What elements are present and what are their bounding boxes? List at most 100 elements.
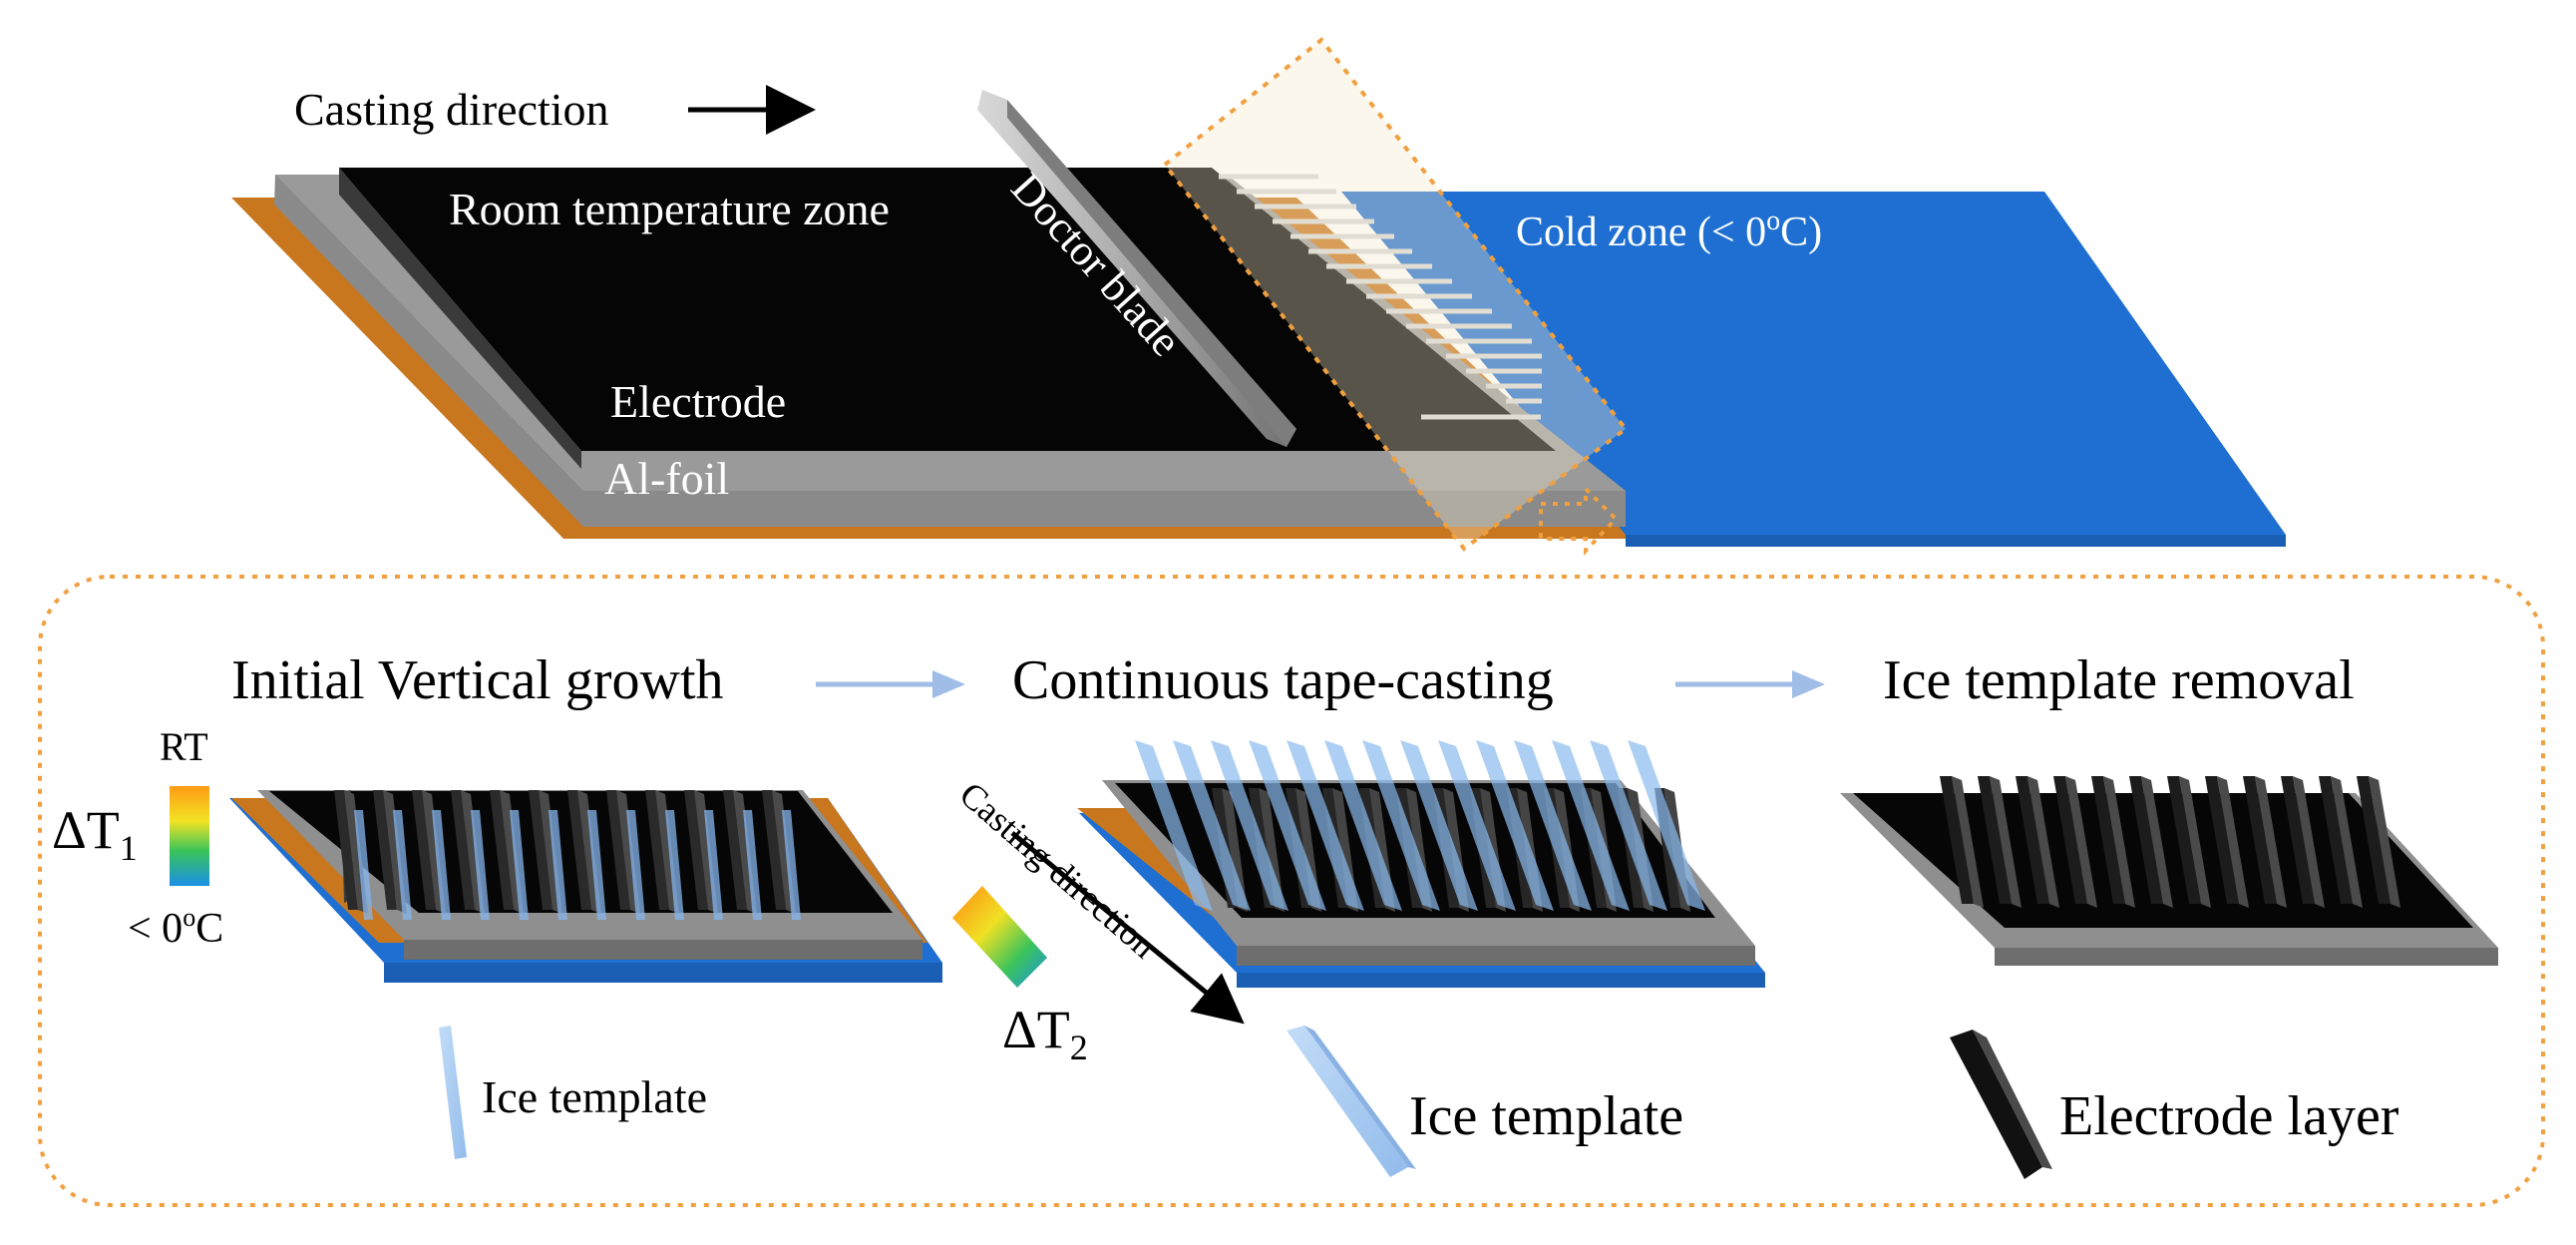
al-foil-label: Al-foil [604,453,729,504]
electrode-wall-side [2027,776,2059,908]
electrode-side [339,168,581,469]
step-1-ice-templates [354,810,801,920]
ice-template [665,810,684,920]
zoom-frame [1162,37,1629,552]
step-2-ice-templates [1135,740,1705,911]
electrode-wall-side [2179,776,2211,908]
electrode-wall-side [2369,776,2400,908]
electrode-wall [2053,776,2087,904]
electrode-wall [1978,776,2012,904]
step-1-title: Initial Vertical growth [231,649,724,711]
cold-zone-label: Cold zone (< 0oC) [1516,206,1822,255]
electrode-label: Electrode [610,376,786,427]
cold-zone-plate [1341,192,2286,535]
electrode-wall [2357,776,2391,904]
ice-template [1552,740,1630,911]
ice-template [1476,740,1554,911]
ice-template [1628,740,1705,911]
legend-ice-template-1-swatch [439,1026,467,1159]
ice-template [1590,740,1667,911]
electrode-wall [684,790,708,910]
ice-template [587,810,606,920]
ice-template [743,810,762,920]
step-3-schematic [1840,793,2498,966]
electrode-wall [1940,776,1974,904]
ice-template [1362,740,1440,911]
ice-template [1324,740,1402,911]
electrode-wall [529,790,552,910]
ice-template [1438,740,1516,911]
step-3-electrode-walls [1940,776,2400,908]
ice-template [1135,740,1213,911]
ice-template [1211,740,1288,911]
ice-template [782,810,801,920]
electrode-wall [2319,776,2353,904]
electrode-wall [567,790,591,910]
electrode-wall [334,790,358,910]
electrode-wall-side [2217,776,2249,908]
electrode-wall [451,790,475,910]
zoom-arrow [1539,484,1619,557]
room-temperature-zone-label: Room temperature zone [449,184,890,234]
ice-template [432,810,451,920]
ice-template [1514,740,1592,911]
electrode-wall-side [2141,776,2173,908]
delta-t2-label: ΔT2 [1002,1000,1088,1067]
electrode-wall [723,790,747,910]
electrode-wall [2205,776,2239,904]
ice-template [704,810,723,920]
ice-template [510,810,529,920]
ice-template [626,810,645,920]
process-steps-frame [38,575,2545,1207]
rt-label: RT [160,724,208,769]
electrode-wall-side [2255,776,2287,908]
cold-temp-label: < 0oC [128,903,223,952]
step-arrow-2 [1675,670,1825,698]
frozen-lamella-stripes [1219,174,1542,420]
ice-template [1400,740,1478,911]
electrode-wall [645,790,669,910]
casting-direction-label: Casting direction [294,84,609,135]
legend-ice-template-2-swatch [1287,1026,1408,1177]
ice-template [549,810,567,920]
electrode-wall [606,790,630,910]
top-casting-scene: Casting direction Room temperature zone … [231,37,2286,557]
ice-template [1287,740,1364,911]
cold-zone-plate-edge [1626,535,2286,547]
ice-template [1173,740,1251,911]
electrode-wall [2091,776,2125,904]
electrode-wall [490,790,514,910]
step-3-title: Ice template removal [1883,649,2355,711]
legend-ice-template-2-label: Ice template [1409,1085,1683,1147]
electrode-wall [412,790,436,910]
electrode-wall-side [2331,776,2363,908]
temperature-gradient-bar-1 [170,786,209,886]
electrode-wall [2129,776,2163,904]
electrode-wall-side [2103,776,2135,908]
legend-electrode-layer-label: Electrode layer [2059,1085,2399,1147]
step-arrow-1 [816,670,965,698]
electrode-wall-side [1952,776,1984,908]
electrode-wall [2167,776,2201,904]
electrode-wall [2016,776,2049,904]
casting-direction-diagonal-arrow [1010,831,1245,1025]
ice-template [354,810,373,920]
delta-t1-label: ΔT1 [52,800,138,868]
ice-template [471,810,490,920]
electrode-wall [762,790,786,910]
ice-template [1249,740,1326,911]
electrode-wall [373,790,397,910]
electrode-wall-side [2293,776,2325,908]
ice-template [393,810,412,920]
temperature-gradient-bar-2 [952,886,1047,988]
electrode-wall-side [2065,776,2097,908]
electrode-wall-side [1990,776,2022,908]
step-2-title: Continuous tape-casting [1012,649,1554,711]
electrode-wall [2281,776,2315,904]
electrode-wall-side [1222,788,1248,912]
legend-ice-template-1-label: Ice template [482,1071,707,1122]
electrode-wall-side [1259,788,1285,912]
electrode-wall [2243,776,2277,904]
doctor-blade-face [1007,100,1296,447]
